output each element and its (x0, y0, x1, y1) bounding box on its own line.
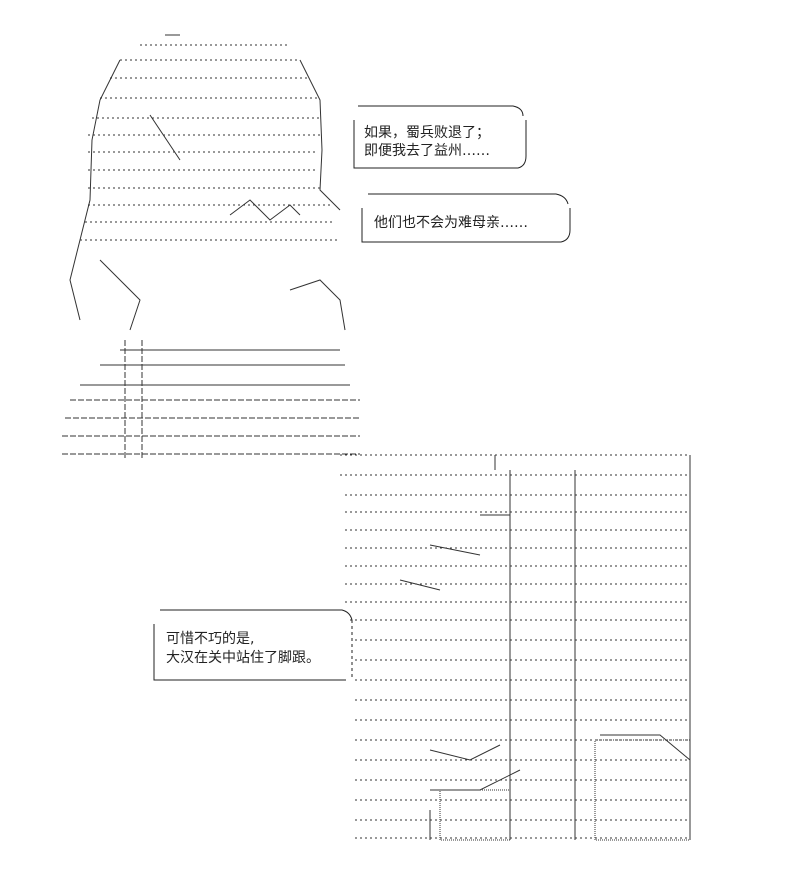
speech-bubble-1: 如果，蜀兵败退了； 即便我去了益州…… (348, 98, 530, 178)
bubble-2-line-1: 他们也不会为难母亲…… (374, 215, 528, 231)
lower-figure-lines (399, 455, 691, 840)
upper-figure (80, 34, 340, 241)
lower-shading (439, 739, 691, 841)
bubble-3-line-1: 可惜不巧的是, (166, 631, 255, 647)
bubble-outline (361, 193, 571, 243)
upper-figure-lines (69, 59, 350, 386)
bubble-1-line-2: 即便我去了益州…… (364, 143, 490, 159)
bubble-outline (353, 105, 527, 169)
bubble-1-line-1: 如果，蜀兵败退了； (364, 125, 490, 141)
bubble-3-line-2: 大汉在关中站住了脚跟。 (166, 650, 320, 666)
speech-bubble-2: 他们也不会为难母亲…… (356, 186, 574, 252)
lower-figure (340, 454, 690, 839)
bubble-outline (153, 609, 353, 681)
upper-robe (62, 340, 360, 460)
speech-bubble-3: 可惜不巧的是, 大汉在关中站住了脚跟。 (146, 596, 356, 690)
